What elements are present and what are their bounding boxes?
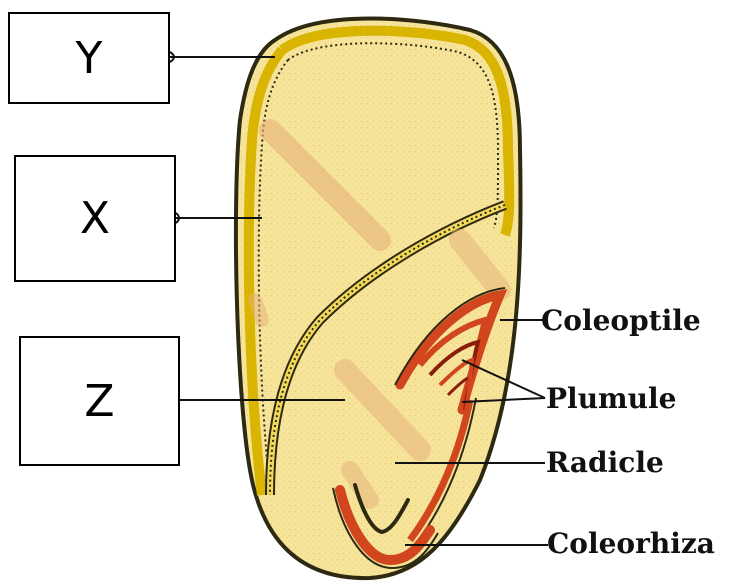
coleoptile-label: Coleoptile: [541, 304, 701, 337]
label-box-z: Z: [19, 336, 180, 466]
radicle-label: Radicle: [546, 446, 664, 479]
label-box-y: Y: [8, 12, 170, 104]
label-box-x-text: X: [80, 193, 110, 244]
streak-5: [255, 300, 262, 320]
coleorhiza-label: Coleorhiza: [547, 527, 715, 560]
plumule-label: Plumule: [546, 382, 676, 415]
label-box-x: X: [14, 155, 176, 282]
label-box-z-text: Z: [84, 376, 114, 427]
label-box-y-text: Y: [76, 33, 103, 84]
